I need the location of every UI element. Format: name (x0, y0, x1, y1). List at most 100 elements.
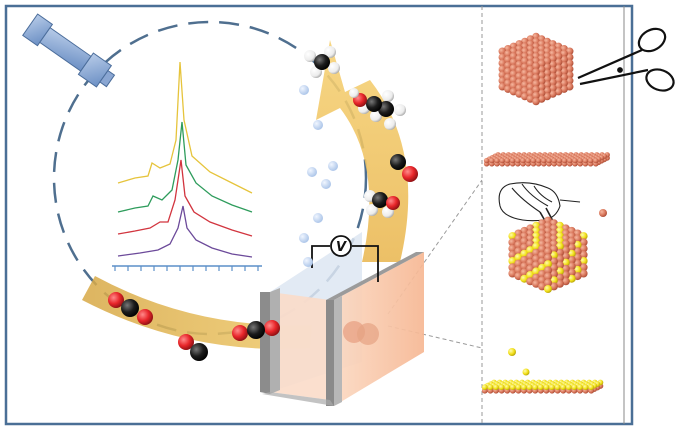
atom (544, 278, 552, 287)
atom (508, 244, 517, 253)
atom (530, 157, 537, 164)
atom (489, 157, 495, 164)
atom (499, 157, 505, 164)
bubble (321, 179, 331, 189)
atom (535, 157, 542, 164)
bubble (328, 161, 338, 171)
atom (555, 279, 564, 288)
atom (481, 384, 488, 391)
spectra-plot (112, 61, 262, 271)
atom (521, 384, 527, 391)
copper-nanocube (498, 32, 574, 106)
atom (544, 260, 552, 269)
atom (515, 157, 521, 164)
atom (508, 269, 517, 278)
atom (520, 157, 526, 164)
atom (504, 157, 511, 164)
bubble (313, 120, 323, 130)
atom (554, 64, 563, 72)
atom (509, 76, 518, 84)
atom (579, 232, 588, 241)
atom (579, 257, 588, 265)
sulfur-atom (522, 368, 530, 376)
electrode-left (260, 292, 270, 394)
spectrum-1 (117, 61, 253, 194)
product-arrow (316, 40, 409, 262)
spectrum-2 (117, 121, 253, 213)
atom (509, 81, 518, 90)
atom (549, 384, 555, 391)
atom (579, 263, 588, 272)
spectrum-ticks (114, 266, 259, 271)
atom (579, 244, 588, 253)
atom (567, 157, 573, 164)
bubble (299, 233, 309, 243)
scissors-icon (577, 27, 675, 92)
atom (508, 250, 517, 259)
atom (544, 266, 552, 275)
atom (493, 384, 499, 391)
atom (555, 273, 564, 282)
atom (483, 157, 490, 164)
bubble (299, 85, 309, 95)
atom (508, 263, 517, 272)
atom (577, 157, 583, 164)
atom (509, 58, 518, 66)
atom (504, 384, 511, 391)
atom (532, 97, 540, 106)
electrochemical-cell (260, 232, 424, 406)
atom (532, 91, 540, 100)
atom (525, 157, 531, 164)
gas-bubbles (299, 85, 338, 267)
copper-nanosheet (483, 152, 610, 167)
atom (582, 157, 589, 164)
atom (579, 238, 588, 247)
microscope-icon (22, 13, 116, 88)
droplet (599, 209, 607, 217)
atom (532, 74, 540, 82)
atom (544, 272, 552, 281)
atom (551, 157, 557, 164)
sulfur-atom (508, 348, 516, 356)
atom (509, 64, 518, 72)
co-molecule (178, 334, 208, 361)
atom (532, 267, 541, 276)
atom (544, 253, 552, 262)
atom (577, 384, 583, 391)
atom (541, 157, 547, 164)
co2-molecule (232, 320, 280, 341)
atom (508, 232, 517, 241)
electrolyte-chamber (334, 252, 424, 406)
atom (579, 269, 588, 278)
co2-molecule (108, 292, 153, 325)
atom (555, 267, 564, 276)
atom (546, 157, 552, 164)
atom (532, 68, 540, 76)
atom (537, 384, 544, 391)
voltmeter (330, 235, 352, 257)
methane-molecule (304, 46, 340, 78)
sulfur-doped-copper-nanosheet (481, 379, 604, 394)
atom (543, 384, 550, 391)
atom (555, 254, 564, 263)
atom (532, 242, 541, 251)
atom (532, 261, 541, 270)
atom (554, 58, 563, 66)
atom (555, 242, 564, 251)
atom (582, 384, 589, 391)
atom (571, 384, 578, 391)
methanol-molecule (364, 190, 400, 218)
membrane (326, 300, 334, 406)
atom (560, 384, 567, 391)
atom (554, 76, 563, 84)
ethanol-molecule (349, 88, 406, 130)
atom (532, 273, 541, 282)
spectrum-4 (117, 205, 253, 258)
bubble (303, 257, 313, 267)
main-frame (4, 4, 634, 426)
dashed-zoom-circle (52, 20, 368, 336)
atom (526, 384, 533, 391)
atom (532, 384, 539, 391)
atom (515, 384, 522, 391)
atom (532, 79, 540, 88)
